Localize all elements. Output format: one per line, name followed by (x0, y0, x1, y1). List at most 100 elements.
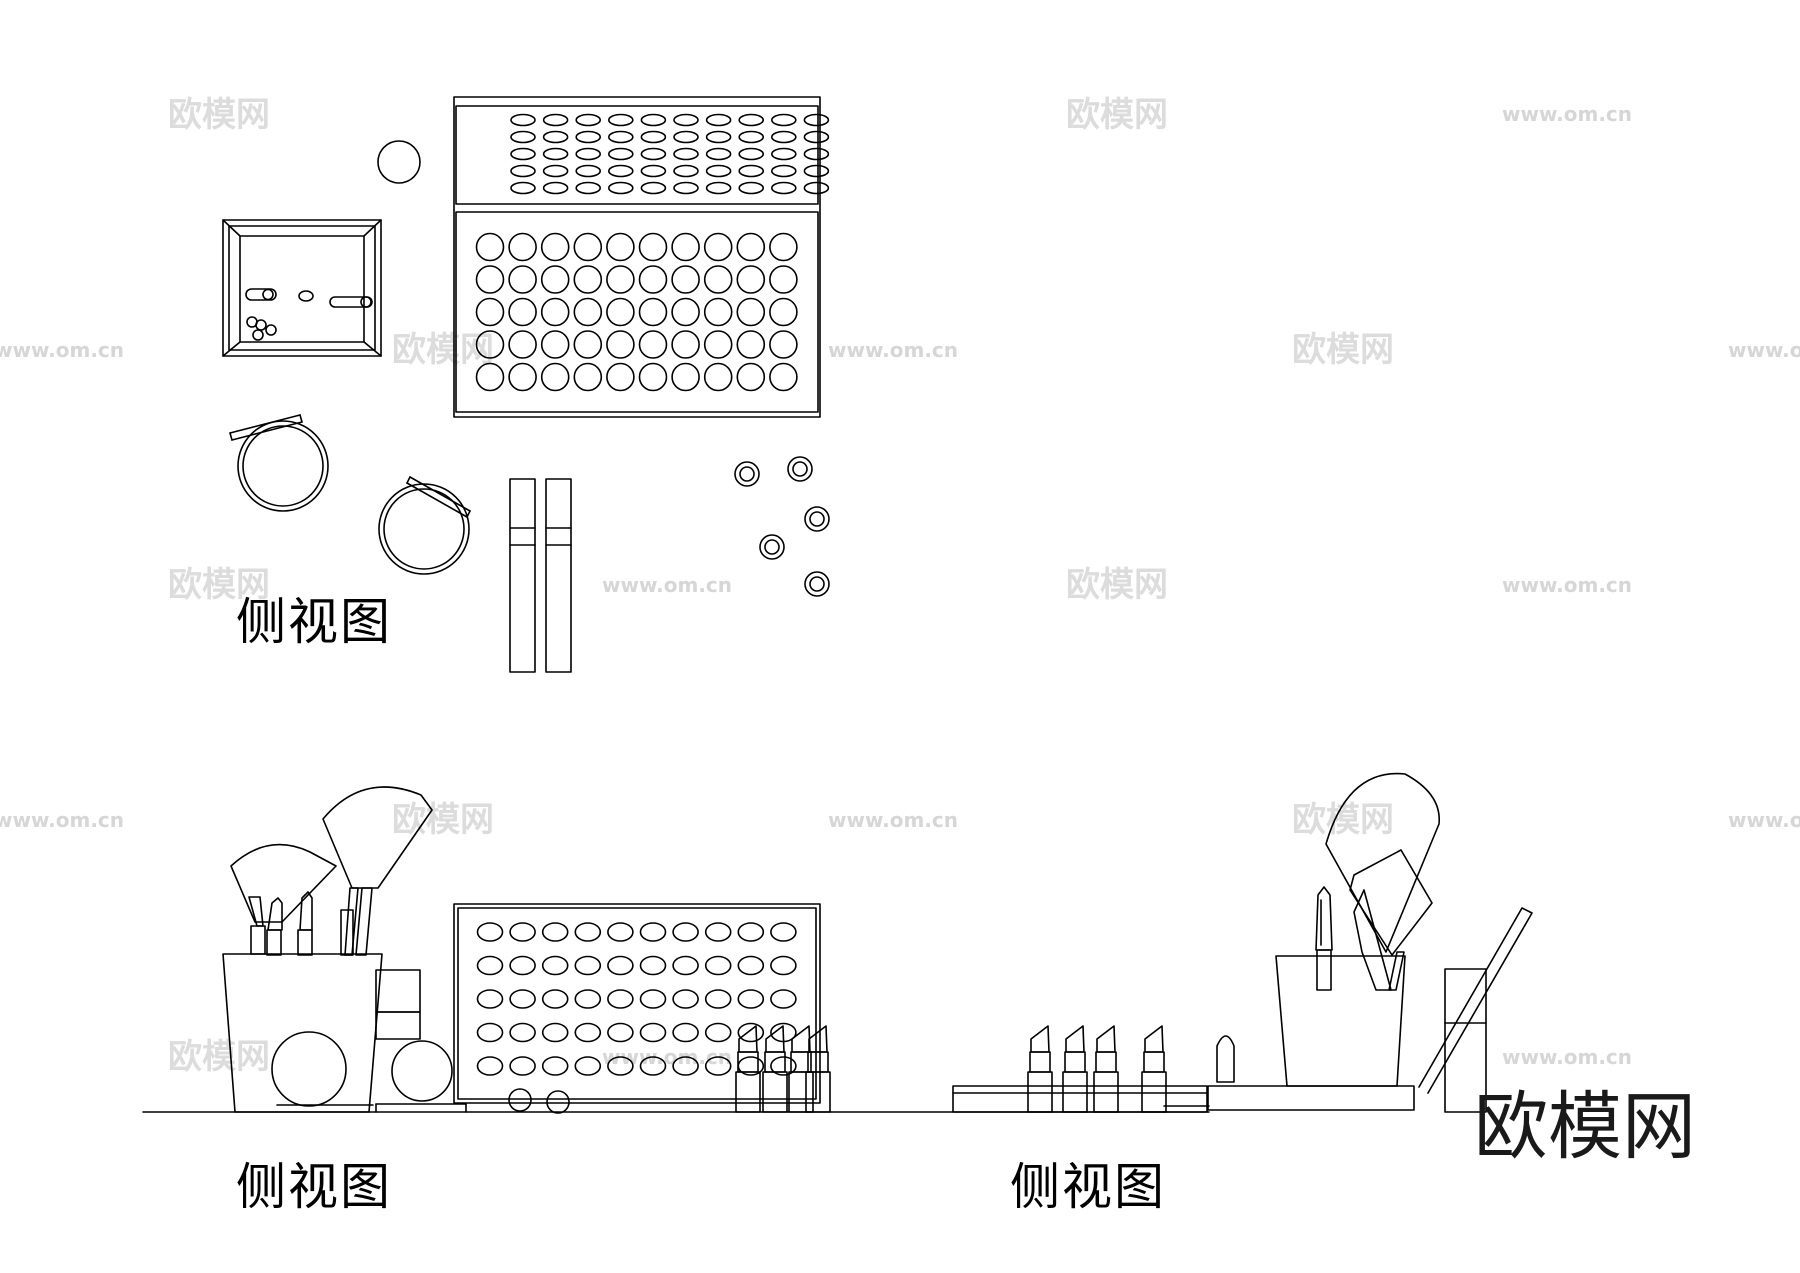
pan (509, 989, 536, 1009)
pan (540, 330, 570, 359)
lid-pan (673, 130, 699, 144)
pan (769, 362, 798, 392)
pan (607, 1022, 634, 1043)
lid-pan (803, 164, 830, 178)
pan (573, 232, 603, 262)
lipstick-tray (952, 1085, 1208, 1113)
pan (574, 955, 602, 976)
pan (638, 330, 668, 359)
lid-pan (705, 113, 732, 127)
pan (736, 330, 766, 359)
sponge (271, 1031, 347, 1107)
brand-logo-text: 欧模网 (1474, 1084, 1696, 1170)
pan (703, 362, 733, 392)
pan (769, 232, 798, 262)
pan (606, 362, 635, 392)
pan (672, 1022, 699, 1043)
palette-pans (475, 232, 798, 392)
lipstick (805, 1025, 831, 1113)
pan (671, 330, 700, 359)
pan (770, 955, 797, 976)
cosmetic-box (375, 969, 467, 1113)
lipstick (762, 1025, 788, 1113)
pan (671, 297, 700, 327)
side-view-left (142, 786, 1166, 1114)
pan (540, 265, 570, 294)
pan (672, 922, 699, 942)
pan (541, 922, 569, 942)
small-brush (266, 897, 283, 956)
pan (476, 922, 504, 942)
pan (704, 955, 732, 976)
pan (638, 297, 668, 327)
lid-pan (575, 181, 602, 195)
pan (639, 955, 667, 976)
lid-pan (510, 147, 536, 161)
lipstick-tube-top (545, 478, 572, 673)
pan (476, 1056, 504, 1076)
pan (574, 989, 602, 1009)
lid-pan (640, 147, 667, 161)
lid-pan (673, 147, 699, 161)
lid-pan (640, 164, 667, 178)
lipstick (1141, 1025, 1167, 1113)
pan (672, 955, 699, 976)
pan (475, 265, 505, 294)
lid-pan (607, 113, 634, 127)
side-view-right (952, 772, 1533, 1113)
pan (737, 922, 765, 942)
hinged-compact (378, 476, 471, 575)
pan (639, 922, 667, 942)
pan (574, 922, 602, 942)
pan (736, 232, 766, 262)
lid-pan (803, 147, 830, 161)
top-view (222, 96, 830, 673)
lid-pan (607, 181, 634, 195)
pan (509, 922, 536, 942)
lid-pan (738, 181, 765, 195)
lipstick (1027, 1025, 1053, 1113)
pan (638, 362, 668, 392)
lid-pan (542, 164, 569, 178)
pan (672, 989, 699, 1009)
pan (508, 362, 537, 392)
pan (606, 297, 635, 327)
lid-pan (510, 130, 536, 144)
pan (639, 989, 667, 1009)
pan (736, 265, 766, 294)
mirror-lid (1418, 907, 1533, 1094)
hinged-compact (229, 414, 329, 512)
pan (541, 1056, 569, 1076)
pan (540, 297, 570, 327)
pan (737, 1022, 765, 1043)
pan (476, 989, 504, 1009)
pan (736, 362, 766, 392)
pan (573, 265, 603, 294)
pan (737, 955, 765, 976)
view-label-side-right: 侧视图 (1010, 1158, 1166, 1216)
lid-pan (705, 164, 732, 178)
small-bottle (1216, 1035, 1235, 1083)
eyeshadow-palette-top (453, 96, 821, 418)
pan (509, 955, 536, 976)
lipstick-group (1027, 1025, 1167, 1113)
lid-pan (770, 130, 797, 144)
pan (573, 330, 603, 359)
pan (704, 1056, 732, 1076)
lid-pan (803, 130, 830, 144)
brush (322, 786, 433, 956)
pan (606, 265, 635, 294)
pan (475, 362, 505, 392)
pan (704, 922, 732, 942)
pan (703, 232, 733, 262)
pan (476, 1022, 504, 1043)
pan (769, 297, 798, 327)
pan (541, 989, 569, 1009)
lid-pan (803, 113, 830, 127)
lid-pan (770, 113, 797, 127)
lid-pan (738, 130, 765, 144)
pan (639, 1022, 667, 1043)
pan (541, 955, 569, 976)
lid-pan (803, 181, 830, 195)
